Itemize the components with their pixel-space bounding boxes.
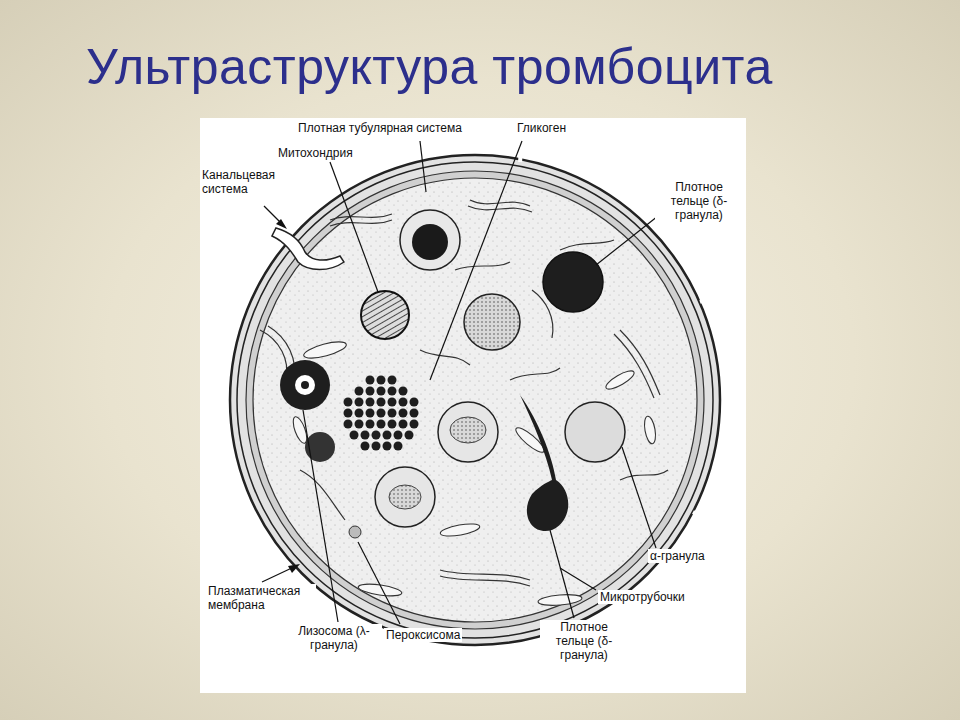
part-label: Пероксисома [384, 628, 462, 642]
slide-title: Ультраструктура тромбоцита [86, 38, 773, 96]
part-label: Плотная тубулярная система [296, 121, 464, 135]
part-label: Лизосома (λ-гранула) [286, 624, 382, 652]
part-label: Плазматическая мембрана [206, 584, 316, 612]
part-label: Микротрубочки [598, 590, 687, 604]
part-label: Митохондрия [276, 146, 355, 160]
part-label: Гликоген [515, 121, 568, 135]
part-label: Канальцевая система [200, 168, 300, 196]
part-label: α-гранула [648, 549, 707, 563]
part-label: Плотное тельце (δ-гранула) [540, 620, 628, 662]
part-label: Плотное тельце (δ-гранула) [655, 180, 743, 222]
